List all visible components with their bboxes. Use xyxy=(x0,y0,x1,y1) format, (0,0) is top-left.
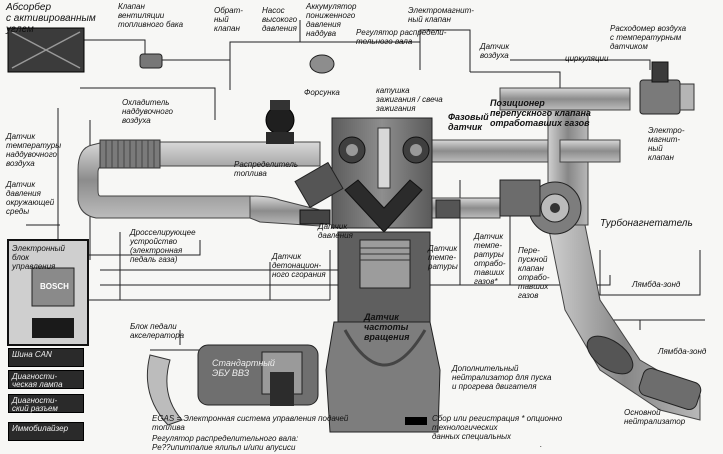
legend-swatch xyxy=(405,417,427,425)
pressure-sensor-label: Датчик давления xyxy=(318,222,353,240)
bypass-valve-label: Пере- пускной клапан отрабо- тавших газо… xyxy=(518,246,550,300)
absorber-label: Абсорбер с активированным углем xyxy=(6,2,96,35)
temp-sensor-label: Датчик темпе- ратуры xyxy=(428,244,458,271)
side-box-can-bus: Шина CAN xyxy=(8,348,84,367)
ecu-brand-label: BOSCH xyxy=(40,282,69,291)
solenoid-valve-top-label: Электромагнит- ный клапан xyxy=(408,6,474,24)
pre-catalyst-label: Дополнительный нейтрализатор для пуска и… xyxy=(452,364,552,391)
charge-cooler-label: Охладитель наддувочного воздуха xyxy=(122,98,173,125)
turbocharger-label: Турбонагнетатель xyxy=(600,218,693,229)
side-box-diagnostic-lamp: Диагности- ческая лампа xyxy=(8,370,84,389)
pedal-and-evap-ecu xyxy=(146,344,319,426)
throttle-label: Дросселирующее устройство (электронная п… xyxy=(130,228,196,264)
egas-note: EGAS = Электронная система управления по… xyxy=(152,414,349,432)
injector-label: Форсунка xyxy=(304,88,340,97)
lambda-1-label: Лямбда-зонд xyxy=(632,280,681,289)
lambda-2-label: Лямбда-зонд xyxy=(658,347,707,356)
boost-accumulator-label: Аккумулятор пониженного давления наддува xyxy=(306,2,357,38)
side-box-diagnostic-connector: Диагности- ский разъем xyxy=(8,394,84,413)
intake-pipe xyxy=(77,139,321,227)
standard-ecu-label: Стандартный ЭБУ ВВЗ xyxy=(212,358,275,378)
hp-pump-label: Насос высокого давления xyxy=(262,6,298,33)
ecu-label: Электронный блок управления xyxy=(12,244,65,271)
knock-sensor-label: Датчик детонацион- ного сгорания xyxy=(272,252,326,279)
legend-text: Сбор или регистрация * опционно технолог… xyxy=(432,414,563,441)
camshaft-note: Регулятор распределительного вала: Ре??и… xyxy=(152,434,299,452)
legend-tail: . xyxy=(540,440,543,449)
exhaust-temp-sensor-label: Датчик темпе- ратуры отрабо- тавших газо… xyxy=(474,232,506,286)
phase-sensor-label: Фазовый датчик xyxy=(448,112,489,132)
ecu-unit xyxy=(7,239,89,346)
boost-temp-sensor-label: Датчик температуры наддувочного воздуха xyxy=(6,132,62,168)
speed-sensor-label: Датчик частоты вращения xyxy=(364,312,410,342)
fuel-components xyxy=(265,54,461,225)
absorber-canister xyxy=(7,27,163,73)
solenoid-valve-right-label: Электро- магнит- ный клапан xyxy=(648,126,685,162)
fuel-distributor-label: Распределитель топлива xyxy=(234,160,299,178)
ambient-pressure-label: Датчик давления окружающей среды xyxy=(6,180,55,216)
air-mass-meter-label: Расходомер воздуха с температурным датчи… xyxy=(610,24,687,51)
tank-vent-valve-label: Клапан вентиляции топливного бака xyxy=(118,2,184,29)
pedal-block-label: Блок педали акселератора xyxy=(130,322,185,340)
side-box-immobilizer: Иммобилайзер xyxy=(8,422,84,441)
camshaft-regulator-label: Регулятор распредели- тельного вала xyxy=(356,28,447,46)
main-catalyst-label: Основной нейтрализатор xyxy=(624,408,686,426)
bypass-positioner-label: Позиционер перепускного клапана отработа… xyxy=(490,98,591,128)
check-valve-label: Обрат- ный клапан xyxy=(214,6,243,33)
engine-block xyxy=(325,117,441,433)
air-mass-meter xyxy=(639,61,695,115)
ignition-coil-label: катушка зажигания / свеча зажигания xyxy=(376,86,443,113)
turbocharger-unit xyxy=(499,179,582,235)
circulation-label: циркуляции xyxy=(565,54,609,63)
air-sensor-label: Датчик воздуха xyxy=(480,42,510,60)
